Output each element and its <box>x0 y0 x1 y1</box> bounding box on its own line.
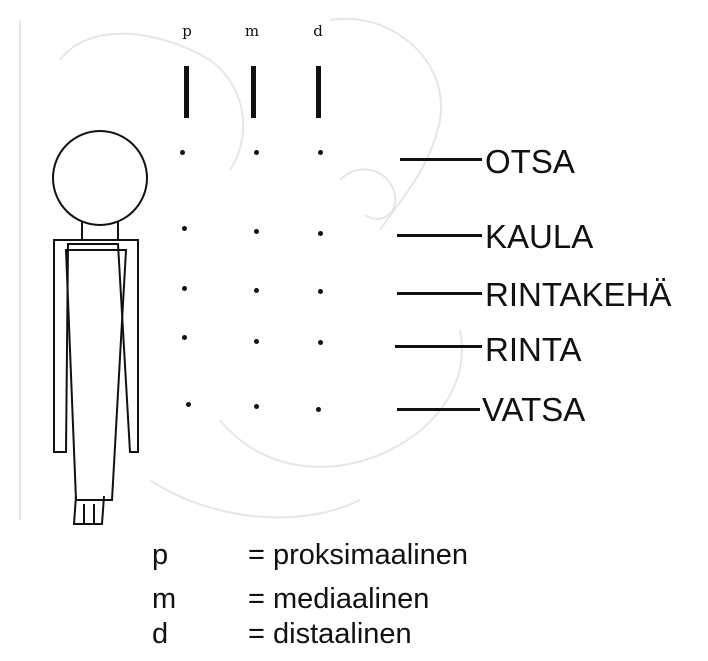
measurement-point <box>318 150 323 155</box>
legend-symbol: p <box>152 541 168 570</box>
measurement-point <box>182 286 187 291</box>
legend-definition: = proksimaalinen <box>248 541 468 570</box>
site-label-rintakeha: RINTAKEHÄ <box>485 278 671 311</box>
leader-line-rintakeha <box>397 292 482 295</box>
column-tick-d <box>316 66 321 118</box>
measurement-point <box>318 289 323 294</box>
column-tick-m <box>251 66 256 118</box>
measurement-point <box>318 340 323 345</box>
leader-line-rinta <box>395 345 482 348</box>
column-tick-p <box>184 66 189 118</box>
figure-arm <box>66 250 126 500</box>
measurement-point <box>182 226 187 231</box>
measurement-point <box>254 339 259 344</box>
column-header-m: m <box>242 22 262 40</box>
measurement-point <box>318 231 323 236</box>
column-header-p: p <box>177 22 197 40</box>
legend-symbol: d <box>152 620 168 649</box>
figure-head <box>53 131 147 225</box>
leader-line-kaula <box>397 234 482 237</box>
site-label-kaula: KAULA <box>485 220 593 253</box>
leader-line-otsa <box>400 158 482 161</box>
legend-definition: = distaalinen <box>248 620 412 649</box>
legend-definition: = mediaalinen <box>248 585 429 614</box>
legend-symbol: m <box>152 585 176 614</box>
measurement-point <box>254 288 259 293</box>
measurement-point <box>186 402 191 407</box>
leader-line-vatsa <box>397 408 480 411</box>
site-label-otsa: OTSA <box>485 145 575 178</box>
measurement-point <box>254 150 259 155</box>
measurement-point <box>180 150 185 155</box>
site-label-vatsa: VATSA <box>482 393 585 426</box>
measurement-point <box>182 335 187 340</box>
column-header-d: d <box>308 22 328 40</box>
site-label-rinta: RINTA <box>485 333 582 366</box>
measurement-point <box>316 407 321 412</box>
measurement-point <box>254 404 259 409</box>
measurement-point <box>254 229 259 234</box>
